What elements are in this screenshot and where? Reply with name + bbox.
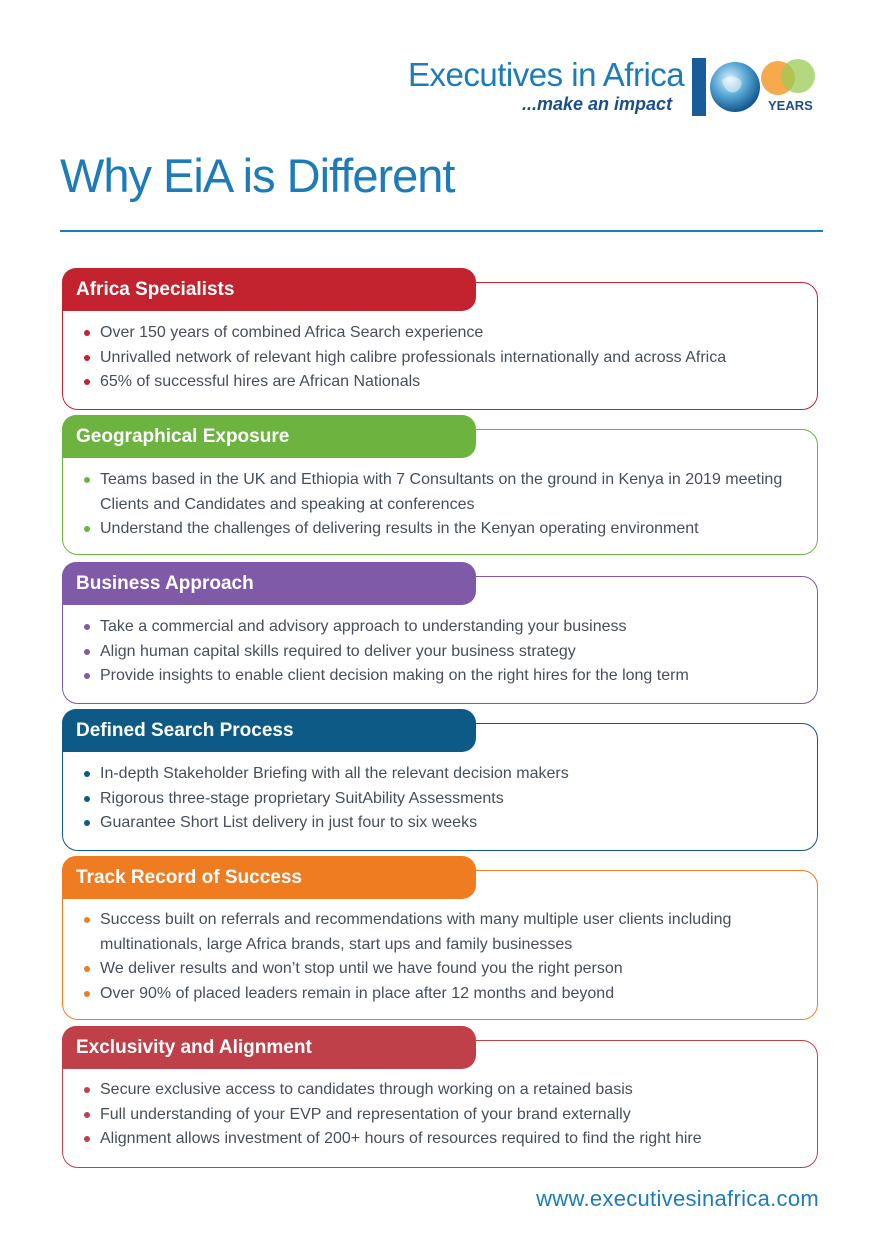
bullet-icon <box>84 771 90 777</box>
list-item-text: We deliver results and won’t stop until … <box>100 960 623 978</box>
list-item-text: Unrivalled network of relevant high cali… <box>100 348 727 366</box>
bullet-icon <box>84 795 90 802</box>
list-item: Full understanding of your EVP and repre… <box>84 1103 798 1128</box>
list-item-text: Guarantee Short List delivery in just fo… <box>100 814 478 832</box>
bullet-icon <box>84 1136 90 1143</box>
list-item-text: Alignment allows investment of 200+ hour… <box>100 1130 702 1148</box>
website-link[interactable]: www.executivesinafrica.com <box>536 1186 819 1211</box>
bullet-icon <box>84 917 90 923</box>
bullet-icon <box>84 673 90 680</box>
list-item: Secure exclusive access to candidates th… <box>84 1078 798 1103</box>
list-item: Rigorous three-stage proprietary SuitAbi… <box>84 787 798 812</box>
bullet-icon <box>84 648 90 655</box>
logo-name: Executives in Africa <box>408 56 685 93</box>
list-item: Success built on referrals and recommend… <box>84 908 798 957</box>
section-title: Track Record of Success <box>62 856 476 899</box>
section-title: Geographical Exposure <box>62 415 476 458</box>
bullet-icon <box>84 354 90 361</box>
section-title: Defined Search Process <box>62 709 476 752</box>
company-logo: Executives in Africa ...make an impact Y… <box>404 56 824 126</box>
list-item-text: In-depth Stakeholder Briefing with all t… <box>100 765 569 782</box>
list-item-text: Provide insights to enable client decisi… <box>100 667 689 685</box>
list-item: Guarantee Short List delivery in just fo… <box>84 811 798 836</box>
section-title: Business Approach <box>62 562 476 605</box>
bullet-icon <box>84 966 90 973</box>
list-item-text: Over 150 years of combined Africa Search… <box>100 324 484 341</box>
list-item-text: Rigorous three-stage proprietary SuitAbi… <box>100 789 504 807</box>
list-item-text: 65% of successful hires are African Nati… <box>100 373 421 391</box>
list-item: 65% of successful hires are African Nati… <box>84 370 798 395</box>
section-business-approach: Business Approach Take a commercial and … <box>62 562 818 704</box>
list-item: We deliver results and won’t stop until … <box>84 957 798 982</box>
section-exclusivity-alignment: Exclusivity and Alignment Secure exclusi… <box>62 1026 818 1168</box>
bullet-list: Teams based in the UK and Ethiopia with … <box>84 468 798 542</box>
list-item-text: Success built on referrals and recommend… <box>100 911 732 953</box>
list-item: Over 150 years of combined Africa Search… <box>84 321 798 346</box>
bullet-icon <box>84 624 90 630</box>
bullet-list: Secure exclusive access to candidates th… <box>84 1078 798 1152</box>
list-item-text: Take a commercial and advisory approach … <box>100 618 627 635</box>
bullet-icon <box>84 1087 90 1093</box>
list-item: Unrivalled network of relevant high cali… <box>84 346 798 371</box>
bullet-icon <box>84 820 90 827</box>
list-item-text: Over 90% of placed leaders remain in pla… <box>100 985 615 1003</box>
logo-tagline: ...make an impact <box>522 94 673 114</box>
globe-icon <box>710 62 760 112</box>
list-item: Teams based in the UK and Ethiopia with … <box>84 468 798 517</box>
list-item-text: Understand the challenges of delivering … <box>100 520 699 538</box>
list-item-text: Align human capital skills required to d… <box>100 642 576 660</box>
section-defined-search-process: Defined Search Process In-depth Stakehol… <box>62 709 818 851</box>
section-geographical-exposure: Geographical Exposure Teams based in the… <box>62 415 818 555</box>
bullet-icon <box>84 477 90 483</box>
list-item-text: Secure exclusive access to candidates th… <box>100 1081 633 1098</box>
section-africa-specialists: Africa Specialists Over 150 years of com… <box>62 268 818 410</box>
bullet-list: In-depth Stakeholder Briefing with all t… <box>84 762 798 836</box>
logo-years: YEARS <box>768 98 813 113</box>
anniversary-one-mark <box>692 58 706 116</box>
list-item-text: Teams based in the UK and Ethiopia with … <box>100 471 783 513</box>
page-title: Why EiA is Different <box>60 149 455 202</box>
bullet-list: Take a commercial and advisory approach … <box>84 615 798 689</box>
bullet-icon <box>84 1111 90 1118</box>
bullet-icon <box>84 526 90 533</box>
list-item: In-depth Stakeholder Briefing with all t… <box>84 762 798 787</box>
title-divider <box>60 230 823 232</box>
section-title: Exclusivity and Alignment <box>62 1026 476 1069</box>
list-item-text: Full understanding of your EVP and repre… <box>100 1105 631 1123</box>
list-item: Over 90% of placed leaders remain in pla… <box>84 982 798 1007</box>
list-item: Alignment allows investment of 200+ hour… <box>84 1127 798 1152</box>
list-item: Take a commercial and advisory approach … <box>84 615 798 640</box>
bullet-icon <box>84 330 90 336</box>
anniversary-circles-icon <box>761 59 815 95</box>
bullet-icon <box>84 379 90 386</box>
bullet-icon <box>84 991 90 998</box>
section-title: Africa Specialists <box>62 268 476 311</box>
section-track-record: Track Record of Success Success built on… <box>62 856 818 1020</box>
list-item: Align human capital skills required to d… <box>84 640 798 665</box>
list-item: Provide insights to enable client decisi… <box>84 664 798 689</box>
bullet-list: Over 150 years of combined Africa Search… <box>84 321 798 395</box>
bullet-list: Success built on referrals and recommend… <box>84 908 798 1007</box>
list-item: Understand the challenges of delivering … <box>84 517 798 542</box>
